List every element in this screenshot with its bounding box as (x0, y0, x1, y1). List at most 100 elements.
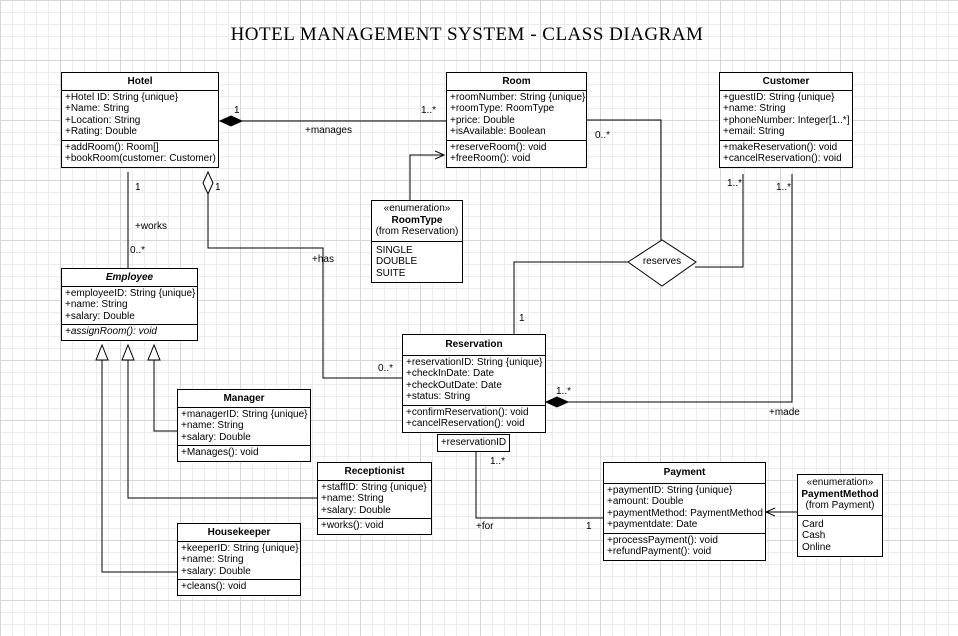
class-reservation-operations: +confirmReservation(): void +cancelReser… (403, 406, 545, 432)
role-has: +has (312, 254, 334, 265)
enum-literal: Cash (802, 530, 826, 541)
class-manager-attributes: +managerID: String {unique} +name: Strin… (178, 408, 310, 446)
reservation-reserves-line (513, 261, 628, 334)
attribute: +email: String (723, 126, 785, 137)
class-hotel-operations: +addRoom(): Room[] +bookRoom(customer: C… (62, 141, 218, 167)
reservation-payment-line (475, 452, 603, 519)
class-hotel-attributes: +Hotel ID: String {unique} +Name: String… (62, 91, 218, 141)
attribute: +roomType: RoomType (450, 103, 555, 114)
attribute: +reservationID: String {unique} (406, 356, 543, 368)
attribute: +amount: Double (607, 496, 684, 507)
operation: +reserveRoom(): void (450, 141, 547, 153)
enum-paymentmethod-name: PaymentMethod (801, 488, 879, 500)
stereotype-label: «enumeration» (383, 203, 451, 214)
generalization-arrow-housekeeper (95, 343, 109, 361)
enum-literal: DOUBLE (376, 256, 418, 267)
attribute: +Hotel ID: String {unique} (65, 91, 179, 103)
hotel-reservation-line (207, 194, 402, 379)
class-manager[interactable]: Manager +managerID: String {unique} +nam… (177, 389, 311, 462)
class-reservation-attributes: +reservationID: String {unique} +checkIn… (403, 356, 545, 406)
multiplicity-hotel-employee-hotel: 1 (135, 182, 141, 193)
attribute: +employeeID: String {unique} (65, 287, 196, 299)
multiplicity-hotel-employee-employee: 0..* (130, 245, 146, 256)
housekeeper-generalization-line (101, 360, 177, 573)
manager-generalization-line (153, 360, 177, 432)
attribute: +price: Double (450, 114, 515, 126)
class-housekeeper-attributes: +keeperID: String {unique} +name: String… (178, 542, 300, 580)
operation: +Manages(): void (181, 447, 259, 458)
operation: +cancelReservation(): void (723, 153, 842, 164)
class-payment-attributes: +paymentID: String {unique} +amount: Dou… (604, 484, 765, 534)
customer-reserves-line (695, 174, 744, 268)
class-housekeeper-operations: +cleans(): void (178, 580, 300, 595)
class-housekeeper[interactable]: Housekeeper +keeperID: String {unique} +… (177, 523, 301, 596)
enum-paymentmethod-header: «enumeration» PaymentMethod (from Paymen… (798, 475, 882, 516)
attribute: +isAvailable: Boolean (450, 126, 546, 137)
attribute: +managerID: String {unique} (181, 408, 308, 420)
enum-source: (from Payment) (805, 500, 875, 511)
attribute: +checkOutDate: Date (406, 379, 502, 391)
attribute: +salary: Double (65, 310, 135, 322)
multiplicity-hotel-reservation-reservation: 0..* (378, 363, 394, 374)
operation: +makeReservation(): void (723, 141, 838, 153)
enum-roomtype-name: RoomType (391, 214, 443, 226)
class-reservation-name: Reservation (403, 335, 545, 356)
class-reservation[interactable]: Reservation +reservationID: String {uniq… (402, 334, 546, 433)
association-reserves-label: reserves (642, 256, 682, 267)
class-room[interactable]: Room +roomNumber: String {unique} +roomT… (446, 72, 587, 168)
operation: +refundPayment(): void (607, 546, 712, 557)
class-payment[interactable]: Payment +paymentID: String {unique} +amo… (603, 462, 766, 561)
multiplicity-reservation-reserves: 1 (519, 313, 525, 324)
class-customer[interactable]: Customer +guestID: String {unique} +name… (719, 72, 853, 168)
class-customer-name: Customer (720, 73, 852, 91)
attribute: +salary: Double (321, 504, 391, 516)
multiplicity-hotel-reservation-hotel: 1 (215, 182, 221, 193)
multiplicity-customer-reserves: 1..* (727, 178, 743, 189)
enum-paymentmethod[interactable]: «enumeration» PaymentMethod (from Paymen… (797, 474, 883, 557)
enum-literal: SINGLE (376, 244, 413, 256)
operation: +confirmReservation(): void (406, 406, 529, 418)
class-receptionist[interactable]: Receptionist +staffID: String {unique} +… (317, 462, 432, 535)
attribute: +name: String (65, 299, 128, 310)
reservation-qualifier: +reservationID (437, 434, 510, 452)
attribute: +keeperID: String {unique} (181, 542, 299, 554)
enum-roomtype[interactable]: «enumeration» RoomType (from Reservation… (371, 200, 463, 283)
operation: +cleans(): void (181, 581, 247, 592)
operation: +assignRoom(): void (65, 326, 157, 337)
operation: +cancelReservation(): void (406, 418, 525, 429)
multiplicity-hotel-room-room: 1..* (421, 105, 437, 116)
enum-source: (from Reservation) (375, 226, 459, 237)
operation: +freeRoom(): void (450, 153, 531, 164)
attribute: +paymentMethod: PaymentMethod (607, 507, 763, 519)
reserves-diamond (627, 239, 697, 287)
attribute: +Rating: Double (65, 126, 137, 137)
diagram-title: HOTEL MANAGEMENT SYSTEM - CLASS DIAGRAM (230, 24, 704, 45)
class-customer-operations: +makeReservation(): void +cancelReservat… (720, 141, 852, 167)
composition-diamond-hotel (218, 115, 244, 127)
attribute: +checkInDate: Date (406, 368, 495, 379)
class-room-operations: +reserveRoom(): void +freeRoom(): void (447, 141, 586, 167)
enum-literal: Card (802, 518, 824, 530)
operation: +bookRoom(customer: Customer) (65, 153, 216, 164)
attribute: +roomNumber: String {unique} (450, 91, 586, 103)
generalization-arrow-manager (147, 343, 161, 361)
enum-literal: SUITE (376, 267, 406, 279)
multiplicity-room-reserves: 0..* (595, 130, 611, 141)
multiplicity-reservation-made: 1..* (556, 386, 572, 397)
class-employee-operations: +assignRoom(): void (62, 325, 197, 340)
class-hotel[interactable]: Hotel +Hotel ID: String {unique} +Name: … (61, 72, 219, 168)
attribute: +Name: String (65, 103, 130, 114)
class-receptionist-operations: +works(): void (318, 519, 431, 534)
enum-roomtype-header: «enumeration» RoomType (from Reservation… (372, 201, 462, 242)
class-employee[interactable]: Employee +employeeID: String {unique} +n… (61, 268, 198, 341)
operation: +processPayment(): void (607, 534, 718, 546)
multiplicity-reservation-payment-reservation: 1..* (490, 456, 506, 467)
multiplicity-reservation-payment-payment: 1 (586, 521, 592, 532)
attribute: +Location: String (65, 114, 141, 126)
operation: +works(): void (321, 520, 384, 531)
attribute: +name: String (181, 420, 244, 431)
attribute: +phoneNumber: Integer[1..*] (723, 114, 850, 126)
class-employee-attributes: +employeeID: String {unique} +name: Stri… (62, 287, 197, 325)
class-manager-operations: +Manages(): void (178, 446, 310, 461)
